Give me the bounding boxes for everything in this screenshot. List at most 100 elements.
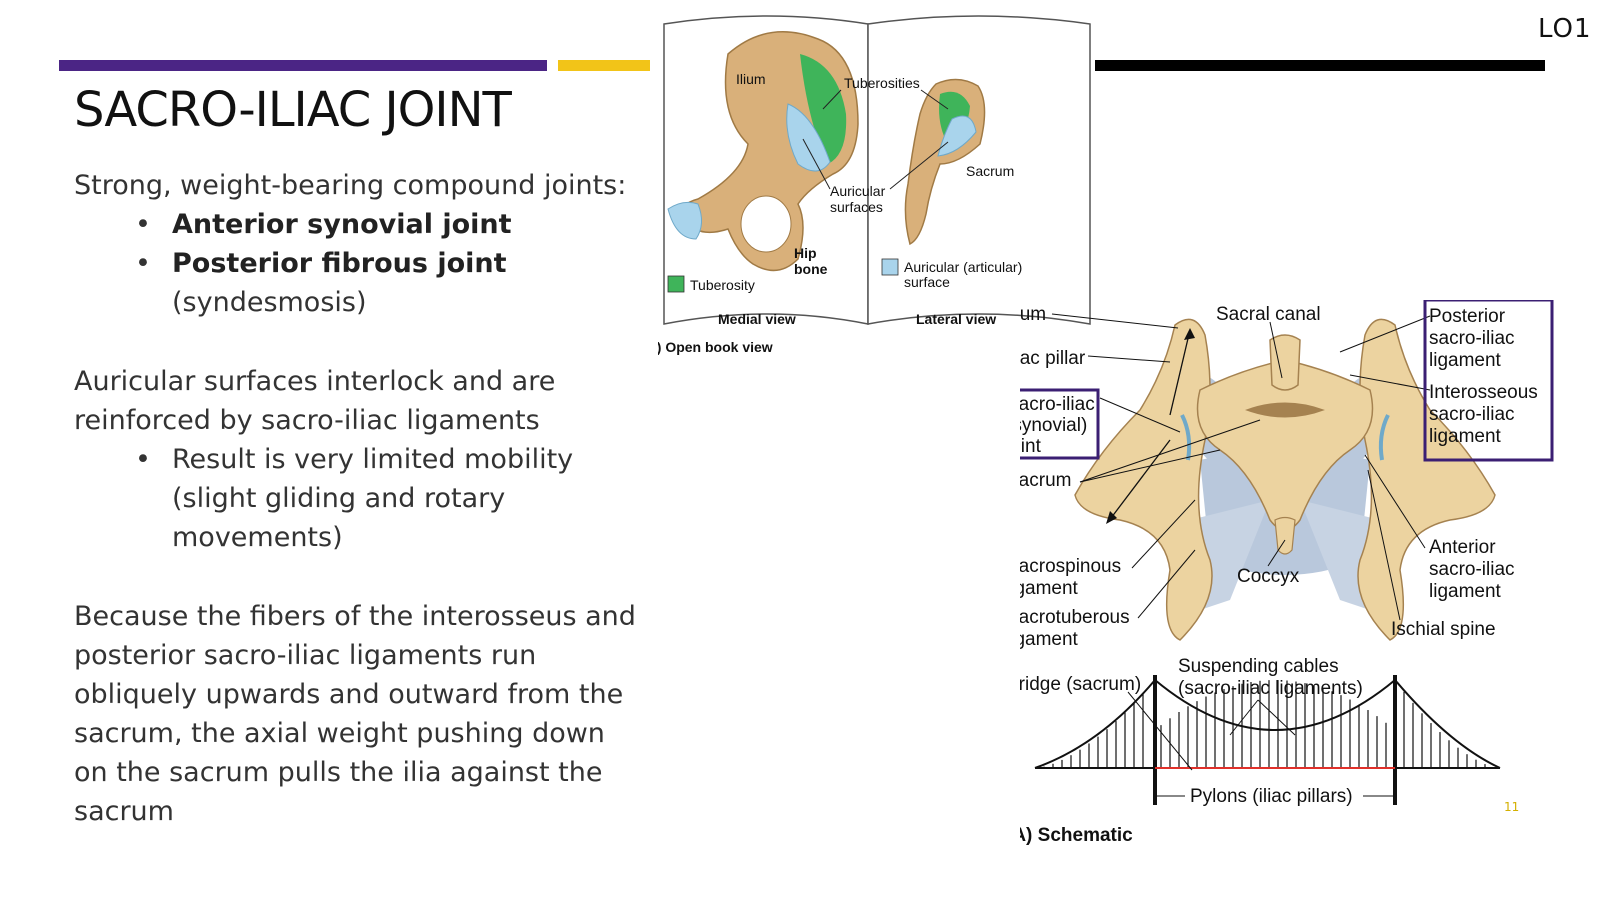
para2-line2: reinforced by sacro-iliac ligaments <box>74 405 540 436</box>
legend-label-tuberosity: Tuberosity <box>690 277 755 293</box>
leader-iliac-pillar <box>1087 355 1171 363</box>
title-accent-bar-yellow <box>558 60 650 71</box>
bullet-mobility-line3: movements) <box>172 522 343 553</box>
obturator-foramen <box>740 195 792 253</box>
leader-sacrotuberous <box>1137 549 1196 619</box>
label-cables-l1: Suspending cables <box>1178 656 1339 677</box>
label-sacrotuberous-l2: ligament <box>1020 629 1079 650</box>
leader-coccyx <box>1267 539 1286 567</box>
legend-label-articular-l2: surface <box>904 274 950 290</box>
bullet-anterior-label: Anterior synovial joint <box>172 209 512 240</box>
slide-title: SACRO-ILIAC JOINT <box>74 82 512 138</box>
pointer-auricular-left <box>802 138 831 190</box>
label-medial-view: Medial view <box>718 311 796 327</box>
learning-objective-tag: LO1 <box>1538 14 1592 44</box>
label-auricular-l2: surfaces <box>830 199 883 215</box>
si-joint-left <box>1180 414 1192 461</box>
para3-line5: on the sacrum pulls the ilia against the <box>74 757 603 788</box>
highlight-box-ligaments <box>1423 300 1554 462</box>
leader-sacrum-b <box>1079 449 1221 483</box>
leader-si-joint <box>1099 397 1181 433</box>
leader-sacral-canal <box>1269 321 1283 379</box>
label-cables-l2: (sacro-iliac ligaments) <box>1178 678 1363 699</box>
para3-line1: Because the fibers of the interosseus an… <box>74 601 636 632</box>
bullet-mobility-line2: (slight gliding and rotary <box>172 483 506 514</box>
leader-ischial-spine <box>1367 469 1401 621</box>
para3-line6: sacrum <box>74 796 174 827</box>
label-pylons-bg <box>1185 786 1363 808</box>
bullet-posterior: •Posterior fibrous joint <box>135 244 507 284</box>
title-accent-bar-purple <box>59 60 547 71</box>
ilium-left <box>1074 318 1213 641</box>
para3-line4: sacrum, the axial weight pushing down <box>74 718 605 749</box>
label-sacral-canal: Sacral canal <box>1216 304 1321 325</box>
label-si-joint-l3: joint <box>1020 436 1042 457</box>
label-ischial-spine: Ischial spine <box>1391 619 1496 640</box>
bullet-icon: • <box>135 209 151 240</box>
title-accent-bar-black <box>1095 60 1545 71</box>
bullet-mobility: • Result is very limited mobility <box>135 440 573 480</box>
label-auricular-l1: Auricular <box>830 183 886 199</box>
open-book-view-figure: Ilium Tuberosities Auricular surfaces Sa… <box>658 15 1091 355</box>
label-iliac-pillar: Iliac pillar <box>1020 348 1086 369</box>
leader-ilium <box>1051 313 1179 329</box>
label-posterior-l2: sacro-iliac <box>1429 328 1515 349</box>
sacral-canal-shape <box>1245 402 1325 418</box>
schematic-figure: Ilium Sacral canal Iliac pillar Sacro-il… <box>1020 300 1554 846</box>
hip-bone-illustration <box>667 30 859 272</box>
label-anterior-l2: sacro-iliac <box>1429 559 1515 580</box>
label-interosseous-l3: ligament <box>1429 426 1502 447</box>
label-si-joint-l2: (synovial) <box>1020 415 1087 436</box>
para2-line1: Auricular surfaces interlock and are <box>74 366 556 397</box>
bullet-icon: • <box>135 248 151 279</box>
leader-interosseous <box>1349 374 1431 391</box>
leader-cables-b <box>1257 699 1296 736</box>
label-hip-bone-l2: bone <box>794 261 828 277</box>
leader-sacrum-a <box>1079 419 1261 483</box>
spinous-process <box>1269 334 1301 391</box>
label-pylons: Pylons (iliac pillars) <box>1190 786 1353 807</box>
para3-line2: posterior sacro-iliac ligaments run <box>74 640 537 671</box>
label-interosseous-l1: Interosseous <box>1429 382 1538 403</box>
bullet-mobility-line1: Result is very limited mobility <box>172 444 574 475</box>
si-joint-right <box>1378 414 1390 461</box>
legend-swatch-articular <box>881 258 899 276</box>
label-ilium: Ilium <box>736 71 766 87</box>
label-sacrospinous-l2: ligament <box>1020 578 1079 599</box>
arrowhead-up-icon <box>1184 328 1195 340</box>
label-tuberosities: Tuberosities <box>844 75 920 91</box>
intro-text: Strong, weight-bearing compound joints: <box>74 170 627 201</box>
label-sacrospinous-l1: Sacrospinous <box>1020 556 1121 577</box>
legend-label-articular-l1: Auricular (articular) <box>904 259 1022 275</box>
arrow-down-left <box>1107 439 1171 523</box>
book-right-page <box>867 15 1091 325</box>
label-interosseous-l2: sacro-iliac <box>1429 404 1515 425</box>
arrowhead-down-icon <box>1106 511 1117 524</box>
label-posterior-l1: Posterior <box>1429 306 1506 327</box>
label-bridge: Bridge (sacrum) <box>1020 674 1141 695</box>
label-coccyx: Coccyx <box>1237 566 1300 587</box>
highlight-box-si-joint <box>1020 388 1100 460</box>
leader-cables-a <box>1229 699 1259 736</box>
figure-caption-schematic: (A) Schematic <box>1020 825 1133 846</box>
auricular-surface-hip <box>786 103 831 172</box>
arrow-up-left <box>1169 329 1191 416</box>
suspension-cable <box>1034 678 1501 769</box>
leader-sacrospinous <box>1131 499 1196 569</box>
pointer-tuberosities-right <box>920 89 949 110</box>
page-number: 11 <box>1504 800 1520 814</box>
label-lateral-view: Lateral view <box>916 311 996 327</box>
label-sacrotuberous-l1: Sacrotuberous <box>1020 607 1130 628</box>
label-sacrum: Sacrum <box>966 163 1014 179</box>
label-sacrum: Sacrum <box>1020 470 1071 491</box>
label-hip-bone-l1: Hip <box>794 245 817 261</box>
para3-line3: obliquely upwards and outward from the <box>74 679 624 710</box>
auricular-surface-sacrum <box>937 115 977 157</box>
coccyx-bone <box>1274 516 1296 555</box>
label-anterior-l3: ligament <box>1429 581 1502 602</box>
label-ilium: Ilium <box>1020 304 1046 325</box>
bridge-hangers <box>1043 680 1495 768</box>
sacrum-illustration <box>904 78 986 246</box>
pointer-auricular-right <box>889 141 949 190</box>
bullet-icon: • <box>135 444 151 475</box>
